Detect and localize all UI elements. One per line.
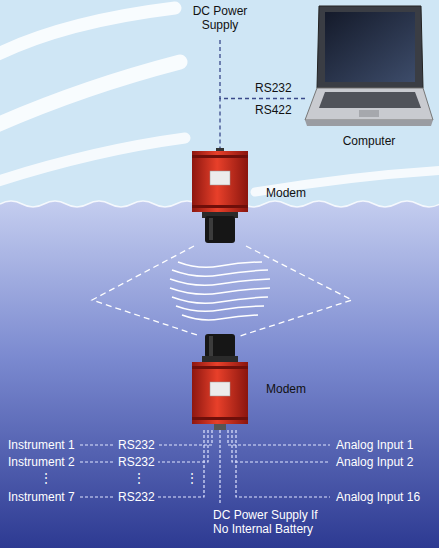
interface-label: RS232 [118, 438, 155, 452]
modem-body [192, 151, 248, 212]
power-wire [219, 430, 220, 504]
acoustic-wave [172, 297, 268, 303]
analog-input-label: Analog Input 2 [336, 455, 413, 469]
power-label: DC Power Supply If No Internal Battery [213, 508, 331, 537]
instrument-label: Instrument 1 [8, 438, 75, 452]
ellipsis: ⋮ [186, 471, 198, 485]
wire [158, 430, 204, 497]
acoustic-modem: Modem [192, 334, 248, 430]
modem-ring [192, 205, 248, 208]
instrument-label: Instrument 2 [8, 455, 75, 469]
interface-label: RS422 [255, 103, 292, 117]
modem-plate [210, 171, 230, 185]
modem-ring [192, 366, 248, 369]
wire [158, 430, 208, 462]
acoustic-wave [176, 306, 264, 311]
wire [80, 496, 114, 497]
wire [236, 430, 330, 497]
analog-input-label: Analog Input 1 [336, 438, 413, 452]
sea-water [0, 201, 439, 548]
modem-connector [214, 424, 226, 430]
wire [80, 444, 114, 445]
acoustic-wave [170, 279, 270, 285]
device-label: Modem [266, 382, 306, 396]
device-label: Modem [266, 186, 306, 200]
wire [232, 430, 330, 462]
modem-highlight [209, 336, 213, 356]
analog-wires [228, 430, 330, 497]
modem-plate [210, 382, 230, 396]
modem-body [192, 362, 248, 424]
laptop-base [305, 88, 433, 120]
laptop-lid [317, 6, 423, 88]
interface-label: RS232 [255, 81, 292, 95]
laptop-keyboard [319, 92, 421, 108]
laptop-computer: Computer [305, 4, 433, 130]
acoustic-modem-art [192, 148, 248, 244]
interface-label: RS232 [118, 490, 155, 504]
acoustic-modem-art [192, 334, 248, 430]
sky-streak [0, 8, 175, 58]
ellipsis: ⋮ [40, 471, 52, 485]
sky-streak [0, 138, 185, 182]
wire [80, 461, 114, 462]
data-cable [220, 99, 305, 149]
instrument-wires [80, 430, 212, 497]
wire [228, 430, 330, 445]
power-cable [219, 40, 220, 99]
device-label: Computer [343, 134, 396, 148]
laptop-edge [305, 120, 433, 126]
modem-transducer [205, 216, 235, 243]
modem-ring [192, 417, 248, 420]
modem-collar [202, 356, 238, 362]
acoustic-wave [170, 288, 270, 294]
acoustic-modem: Modem [192, 148, 248, 244]
laptop-screen [325, 12, 415, 82]
modem-transducer [205, 334, 235, 358]
sky-streak [0, 62, 180, 128]
acoustic-wave [172, 270, 268, 276]
modem-ring [192, 155, 248, 158]
interface-label: RS232 [118, 455, 155, 469]
power-label: DC Power Supply [184, 4, 256, 33]
modem-highlight [209, 218, 213, 240]
ellipsis: ⋮ [133, 471, 145, 485]
instrument-label: Instrument 7 [8, 490, 75, 504]
acoustic-waves [170, 262, 270, 320]
analog-input-label: Analog Input 16 [336, 490, 420, 504]
acoustic-wave [182, 315, 258, 320]
laptop-computer-art [305, 4, 433, 130]
acoustic-wave [178, 262, 262, 267]
beam-outline [92, 246, 200, 336]
beam-outline [240, 246, 352, 336]
laptop-touchpad [359, 110, 379, 117]
